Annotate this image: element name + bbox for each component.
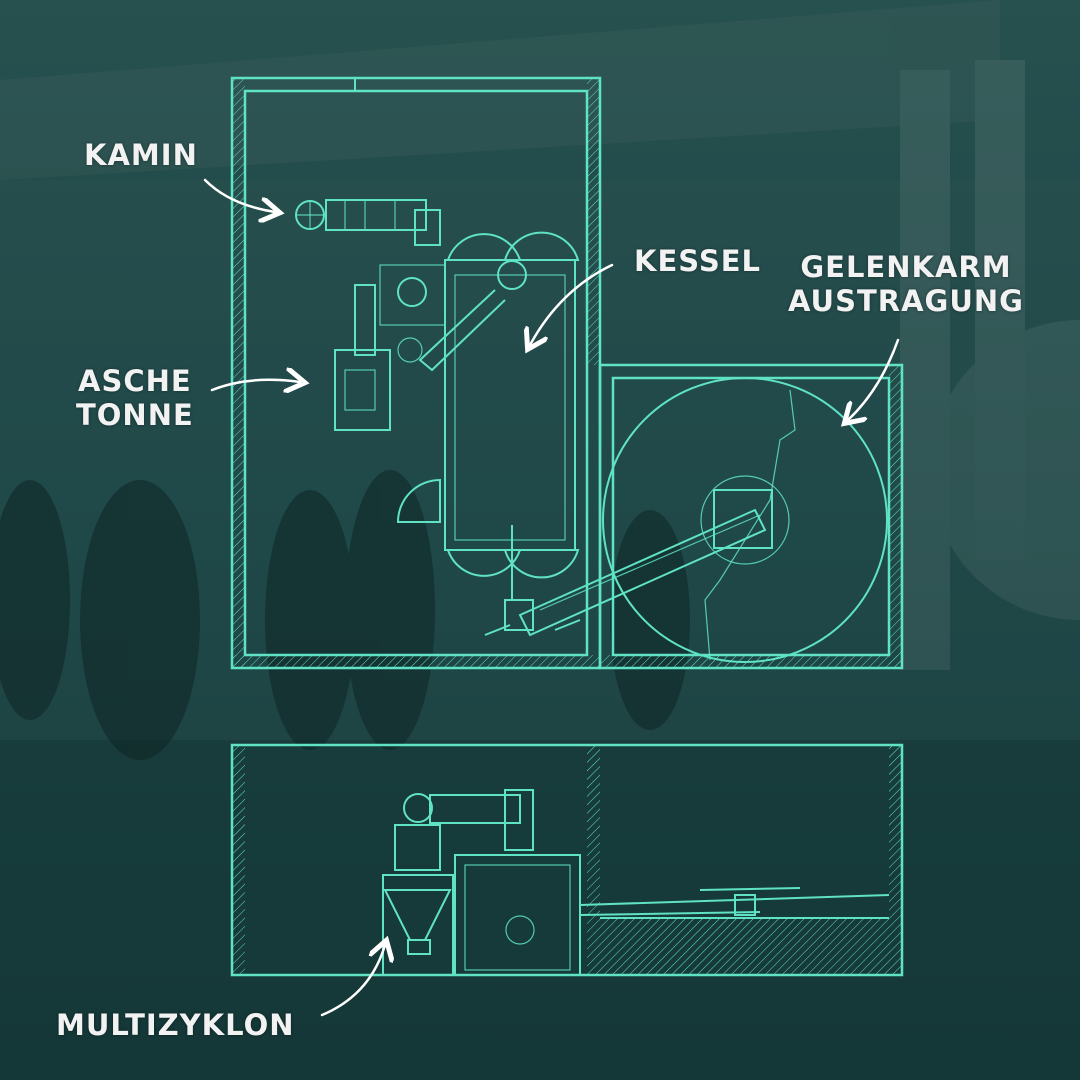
- multizyklon-arrow: [320, 945, 385, 1017]
- label-multizyklon: MULTIZYKLON: [56, 1008, 295, 1042]
- floor-plan-bottom: [230, 743, 904, 977]
- label-kessel: KESSEL: [634, 244, 762, 278]
- gelenkarm-austragung: [484, 377, 888, 663]
- label-gelenkarm-line1: GELENKARM: [800, 250, 1012, 284]
- label-gelenkarm-austragung: GELENKARM AUSTRAGUNG: [788, 250, 1024, 318]
- kessel-arrow: [530, 263, 614, 345]
- people-silhouettes: [0, 470, 690, 760]
- kessel-boiler: [334, 231, 580, 600]
- label-kamin: KAMIN: [84, 138, 198, 172]
- label-asche-line2: TONNE: [76, 398, 194, 432]
- multizyklon-section: [382, 789, 890, 976]
- label-asche-tonne: ASCHE TONNE: [76, 364, 194, 432]
- label-gelenkarm-line2: AUSTRAGUNG: [788, 284, 1024, 318]
- floor-plan-top: [230, 76, 904, 670]
- kamin-arrow: [203, 178, 275, 212]
- kamin-chimney-pipe: [295, 199, 441, 246]
- label-asche-line1: ASCHE: [78, 364, 192, 398]
- asche-arrow: [210, 380, 300, 390]
- gelenkarm-arrow: [848, 338, 900, 420]
